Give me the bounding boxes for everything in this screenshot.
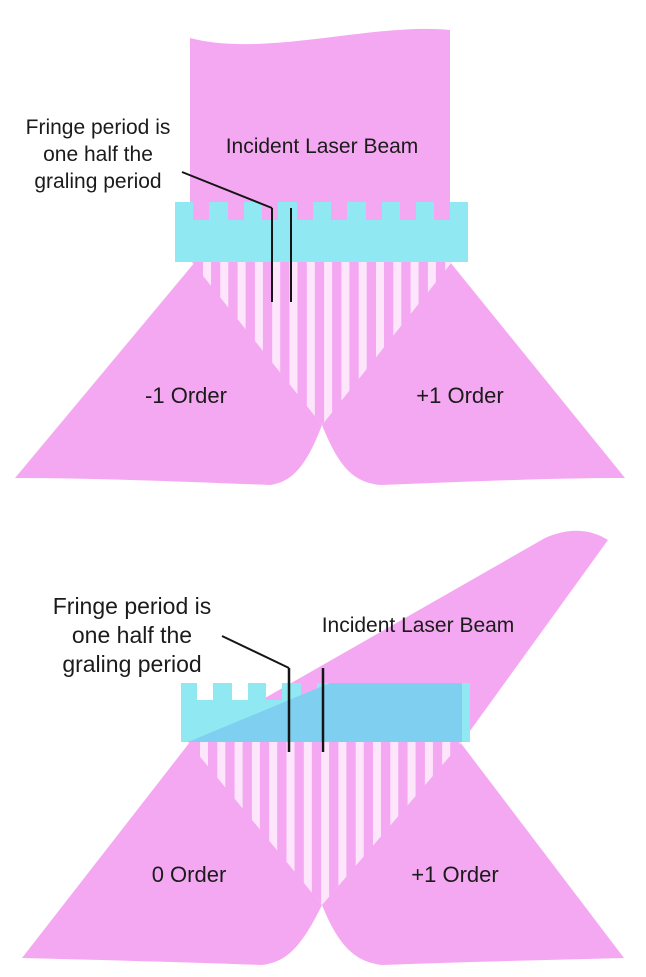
order-label-left-top: -1 Order xyxy=(145,383,227,408)
diffracted-beam-right-bottom xyxy=(322,742,624,965)
annotation-text-line3-top: graling period xyxy=(34,170,161,193)
beam-label-bottom: Incident Laser Beam xyxy=(322,614,515,637)
fringe-stripe xyxy=(338,742,347,905)
fringe-stripe xyxy=(269,742,278,905)
order-label-right-top: +1 Order xyxy=(416,383,503,408)
annotation-leader-bottom xyxy=(221,635,290,669)
fringe-stripe xyxy=(373,742,381,905)
fringe-stripe xyxy=(324,262,333,425)
fringe-stripe xyxy=(254,262,263,425)
diffracted-beam-left-bottom xyxy=(22,742,322,965)
fringe-stripe xyxy=(358,262,367,425)
annotation-text-line3-bottom: graling period xyxy=(62,651,201,677)
order-label-right-bottom: +1 Order xyxy=(411,862,498,887)
fringe-stripe xyxy=(355,742,364,905)
grating-beam-overlap-bottom xyxy=(188,683,462,742)
fringe-stripe xyxy=(341,262,350,425)
annotation-text-line2-top: one half the xyxy=(43,143,153,166)
fringe-stripe xyxy=(289,262,298,425)
annotation-text-line1-bottom: Fringe period is xyxy=(53,593,212,619)
annotation-leader-top xyxy=(181,171,273,209)
grating-top xyxy=(175,202,468,262)
order-label-left-bottom: 0 Order xyxy=(152,862,227,887)
fringe-stripe xyxy=(306,262,315,425)
fringe-stripe xyxy=(286,742,295,905)
fringe-stripe xyxy=(376,262,384,425)
annotation-text-line1-top: Fringe period is xyxy=(26,116,171,139)
diffracted-beam-left-top xyxy=(15,262,322,485)
fringe-stripe xyxy=(251,742,260,905)
diffracted-beam-right-top xyxy=(322,262,625,485)
panel-top: Fringe period is one half the graling pe… xyxy=(15,28,625,485)
panel-bottom: Fringe period is one half the graling pe… xyxy=(22,530,624,965)
fringe-stripe xyxy=(272,262,281,425)
beam-label-top: Incident Laser Beam xyxy=(226,135,419,158)
fringe-stripe xyxy=(321,742,330,905)
fringe-stripe xyxy=(303,742,312,905)
annotation-text-line2-bottom: one half the xyxy=(72,622,192,648)
